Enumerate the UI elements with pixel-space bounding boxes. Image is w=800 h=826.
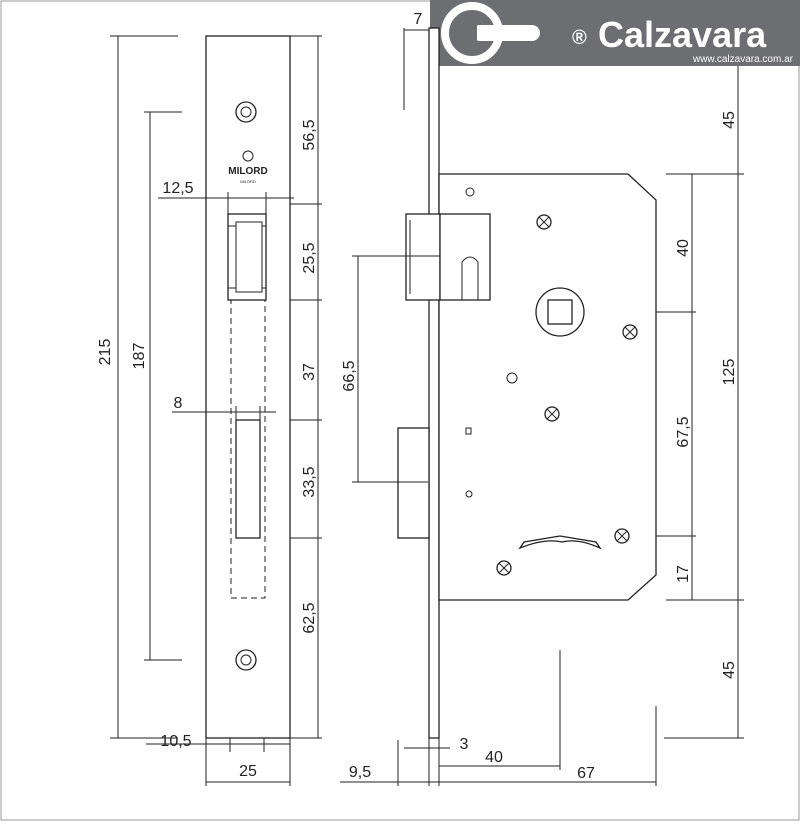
rivet-hole (465, 187, 475, 197)
faceplate-dimensions: 215 187 12,5 8 10,5 25 56,5 25,5 37 33,5… (97, 35, 322, 786)
dim-total-height: 215 (97, 339, 114, 366)
lock-body-dimensions: 7 66,5 45 125 45 40 67,5 17 9,5 3 40 67 (340, 11, 744, 786)
bolt-lever (518, 535, 602, 550)
rivet-hole (506, 372, 518, 384)
brand-header: ® Calzavara www.calzavara.com.ar (430, 0, 800, 66)
brand-name: Calzavara (598, 14, 767, 55)
latch-bolt (405, 213, 491, 301)
dim-case-lower: 17 (675, 565, 692, 583)
dim-seg-mid: 37 (301, 363, 318, 381)
screw-icon (622, 324, 638, 340)
screw-icon (235, 649, 257, 671)
dim-plate-width: 25 (239, 763, 257, 780)
latch-channel-hidden (230, 299, 266, 599)
screw-icon (544, 406, 560, 422)
screw-icon (614, 528, 630, 544)
dim-plate-thickness: 3 (460, 736, 469, 753)
screw-icon (496, 560, 512, 576)
faceplate-outline (205, 35, 291, 739)
dim-bolt-width: 8 (174, 395, 183, 412)
calzavara-logo-icon (441, 2, 540, 64)
dim-thickness-top: 7 (414, 11, 423, 28)
spindle-hub (535, 287, 585, 337)
dim-case-upper: 40 (675, 239, 692, 257)
dim-seg-bolt: 33,5 (301, 466, 318, 497)
screw-icon (536, 214, 552, 230)
forend-plate (428, 27, 440, 739)
dim-case-depth: 67 (577, 765, 595, 782)
bolt-slot (235, 419, 261, 539)
dim-case-mid: 67,5 (675, 416, 692, 447)
brand-website: www.calzavara.com.ar (692, 54, 794, 65)
dim-seg-top: 56,5 (301, 119, 318, 150)
lock-case (438, 173, 657, 601)
dim-backset: 40 (485, 749, 503, 766)
dim-top-offset: 45 (721, 111, 738, 129)
milord-logo: MILORD MILORD (228, 150, 268, 184)
milord-logo-subtext: MILORD (240, 179, 256, 184)
dead-bolt (397, 427, 430, 539)
screw-icon (235, 101, 257, 123)
dim-latch-width: 12,5 (162, 180, 193, 197)
dim-seg-latch: 25,5 (301, 242, 318, 273)
dim-case-height: 125 (721, 359, 738, 386)
dim-front-offset: 9,5 (349, 764, 371, 781)
dim-seg-bottom: 62,5 (301, 602, 318, 633)
rivet-hole (465, 490, 473, 498)
latch-opening (227, 213, 267, 301)
dim-bottom-offset: 45 (721, 661, 738, 679)
registered-mark: ® (572, 27, 587, 49)
milord-logo-text: MILORD (228, 166, 267, 177)
dim-edge-offset: 10,5 (160, 733, 191, 750)
dim-screw-spacing: 187 (131, 343, 148, 370)
lock-body-view (397, 27, 657, 739)
faceplate-view: MILORD MILORD (205, 35, 291, 739)
rivet-hole (465, 427, 472, 435)
dim-handle-to-key: 66,5 (341, 360, 358, 391)
